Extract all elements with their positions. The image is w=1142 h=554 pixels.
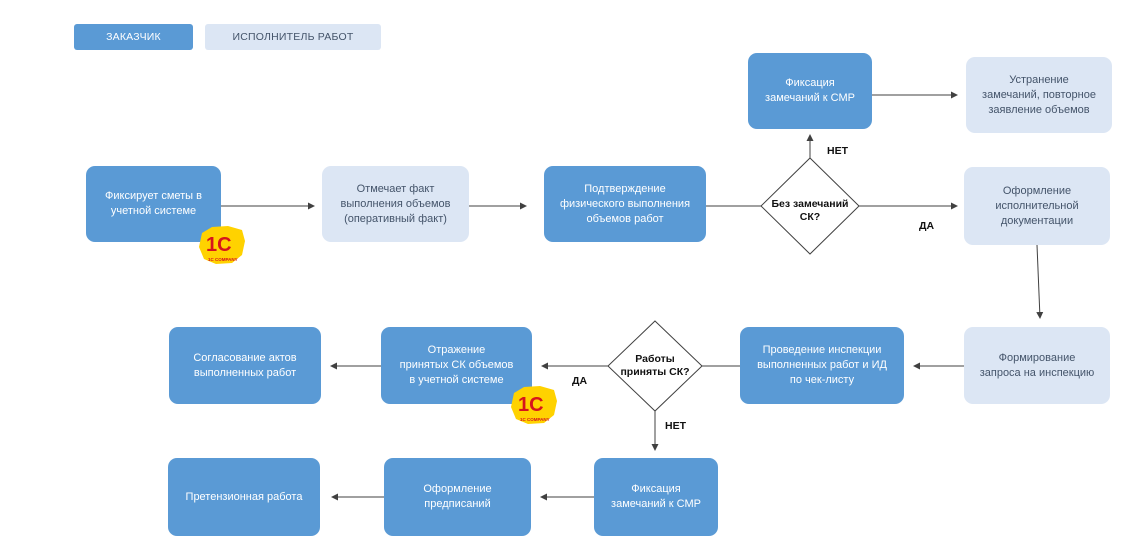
decision-label-1: Без замечаний СК?: [771, 198, 849, 223]
decision-label-2: Работы приняты СК?: [620, 353, 690, 378]
node-claims: Претензионная работа: [168, 458, 320, 536]
svg-text:1C COMPANY: 1C COMPANY: [208, 257, 238, 262]
edge-label-d2-no: НЕТ: [665, 420, 686, 432]
svg-text:1C COMPANY: 1C COMPANY: [520, 417, 550, 422]
node-exec-docs: Оформление исполнительной документации: [964, 167, 1110, 245]
node-issue-orders: Оформление предписаний: [384, 458, 531, 536]
svg-text:1C: 1C: [518, 394, 544, 416]
node-fix-estimates: Фиксирует сметы в учетной системе: [86, 166, 221, 242]
node-approve-acts: Согласование актов выполненных работ: [169, 327, 321, 404]
edge-label-d1-yes: ДА: [919, 220, 935, 232]
edge-label-d2-yes: ДА: [572, 375, 588, 387]
legend-contractor: ИСПОЛНИТЕЛЬ РАБОТ: [205, 24, 381, 50]
node-reflect-volumes: Отражение принятых СК объемов в учетной …: [381, 327, 532, 404]
1c-logo-icon-2: 1C 1C COMPANY: [510, 385, 558, 425]
node-inspection-request: Формирование запроса на инспекцию: [964, 327, 1110, 404]
edge-n6-n7: [1036, 244, 1044, 319]
node-record-remarks-bottom: Фиксация замечаний к СМР: [594, 458, 718, 536]
legend-customer: ЗАКАЗЧИК: [74, 24, 193, 50]
node-mark-fact: Отмечает факт выполнения объемов (операт…: [322, 166, 469, 242]
decision-diamond-2: [607, 320, 703, 412]
node-confirm-physical: Подтверждение физического выполнения объ…: [544, 166, 706, 242]
svg-text:1C: 1C: [206, 234, 232, 256]
node-record-remarks-top: Фиксация замечаний к СМР: [748, 53, 872, 129]
decision-diamond-1: [760, 157, 860, 255]
edge-label-d1-no: НЕТ: [827, 145, 848, 157]
node-inspection: Проведение инспекции выполненных работ и…: [740, 327, 904, 404]
1c-logo-icon: 1C 1C COMPANY: [198, 225, 246, 265]
node-fix-remarks: Устранение замечаний, повторное заявлени…: [966, 57, 1112, 133]
